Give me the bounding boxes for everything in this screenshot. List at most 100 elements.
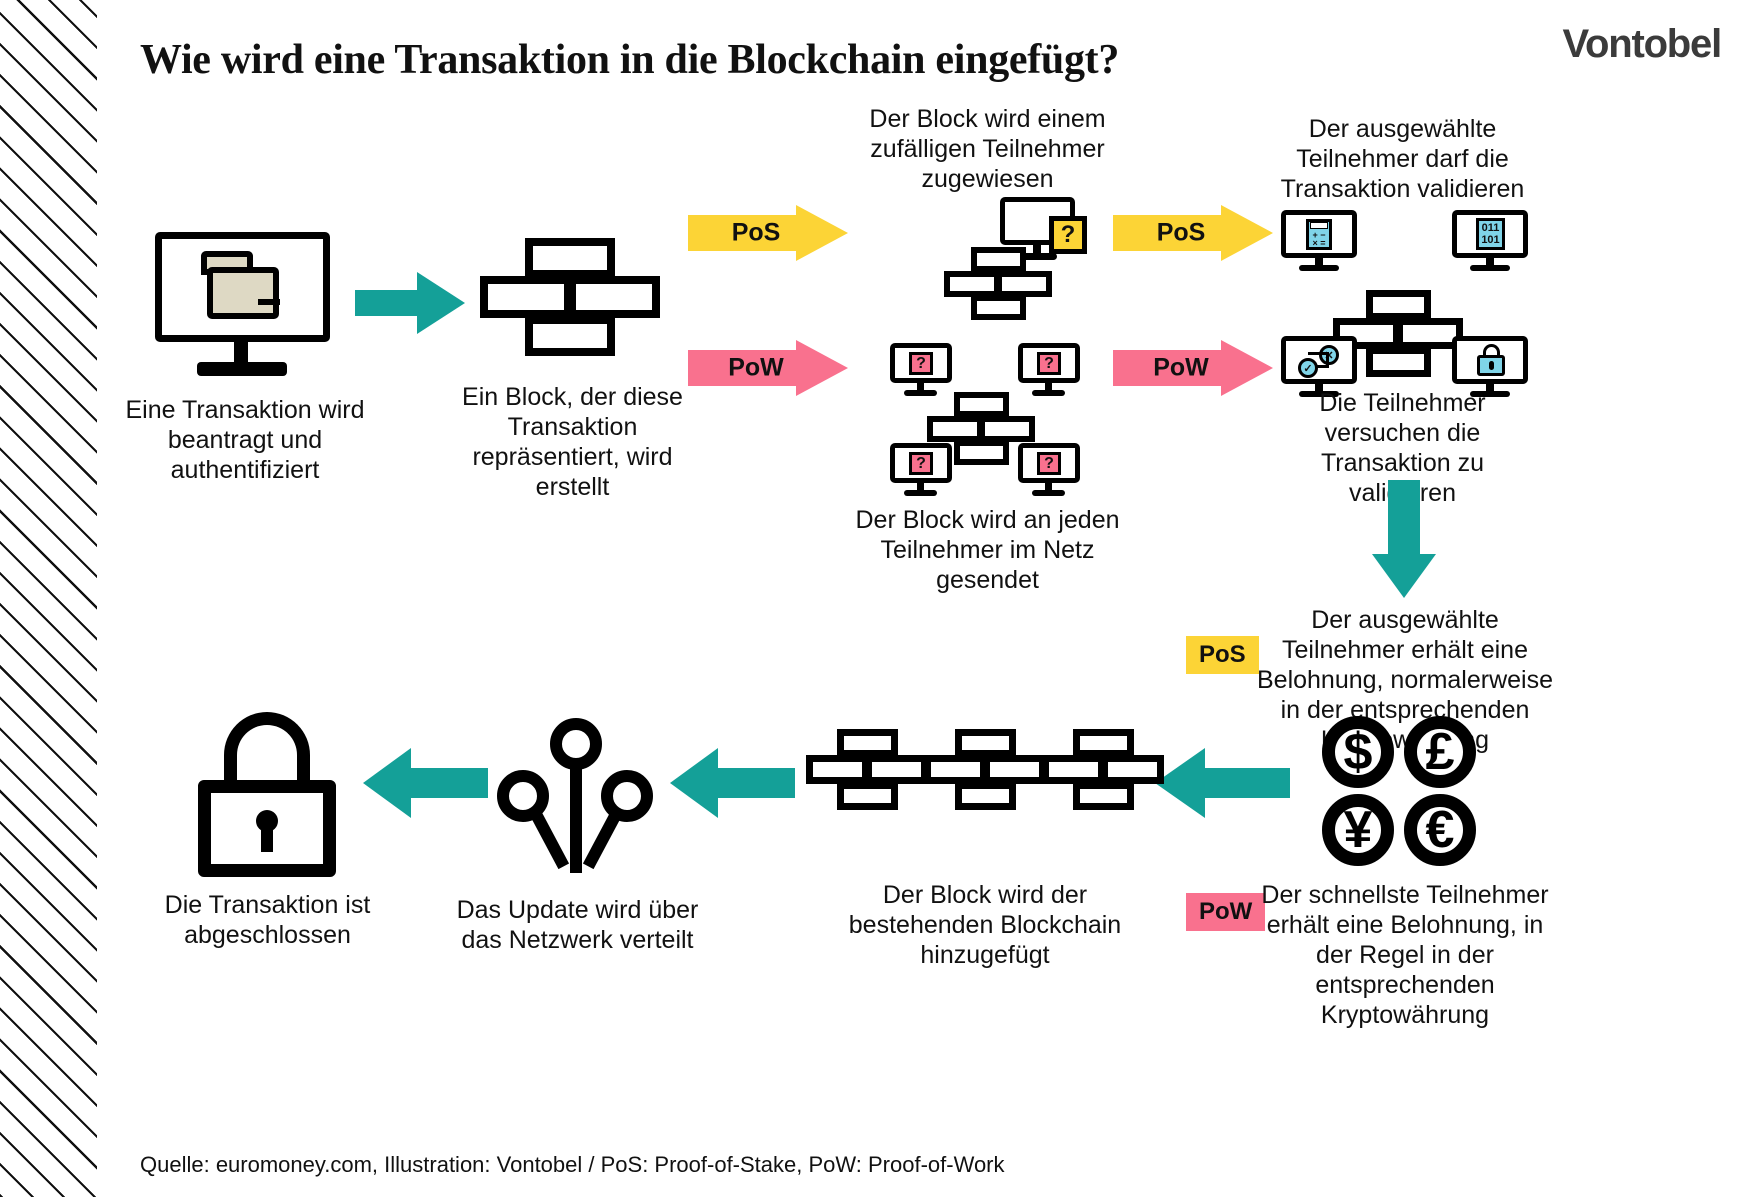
pos-branch-caption: Der Block wird einem zufälligen Teilnehm… — [869, 105, 1106, 193]
calculator-icon: + −× = — [1306, 219, 1332, 250]
node-connector-vertical — [1326, 352, 1329, 368]
blockchain-block-2 — [924, 729, 1046, 810]
monitor-screen — [890, 443, 952, 483]
binary-code-icon: 011 101 — [1476, 218, 1505, 250]
blockchain-block-3 — [1042, 729, 1164, 810]
question-mark: ? — [916, 354, 926, 372]
pos-reward-caption: Der ausgewählte Teilnehmer erhält eine B… — [1256, 606, 1553, 754]
coin-dollar: $ — [1322, 716, 1394, 788]
network-caption: Das Update wird über das Netzwerk vertei… — [456, 896, 699, 954]
monitor-base — [904, 490, 937, 496]
monitor-neck — [1315, 383, 1323, 394]
validator-monitor-binary: 011 101 — [1452, 210, 1528, 272]
network-distribution-icon — [497, 718, 653, 873]
validator-monitor-calculator: + −× = — [1281, 210, 1357, 272]
check-glyph: ✓ — [1303, 362, 1313, 375]
coin-pound: £ — [1404, 716, 1476, 788]
question-badge-yellow: ? — [1049, 216, 1087, 254]
source-note: Quelle: euromoney.com, Illustration: Von… — [140, 1152, 1005, 1177]
block-icon-pos-branch — [944, 247, 1052, 320]
transaction-complete-lock-icon — [198, 712, 336, 877]
monitor-screen — [1018, 343, 1080, 383]
monitor-base — [1299, 265, 1339, 271]
coin-yen: ¥ — [1322, 794, 1394, 866]
question-mark: ? — [1044, 454, 1054, 472]
block-icon-pow-branch — [927, 392, 1035, 465]
padlock-keyhole-stem — [261, 824, 273, 852]
monitor-screen — [155, 232, 330, 342]
pos-arrow-top: PoS — [688, 205, 848, 261]
pow-participant-monitor-2: ? — [1018, 343, 1080, 396]
wallet-body — [207, 267, 279, 319]
block-icon-validator — [1333, 290, 1463, 377]
pow-badge-reward: PoW — [1186, 893, 1266, 931]
validator-monitor-checkcross: ✕ ✓ — [1281, 336, 1357, 398]
vontobel-logo: Vontobel — [1562, 22, 1722, 66]
monitor-neck — [1486, 383, 1494, 394]
monitor-base — [1470, 391, 1510, 397]
final-caption: Die Transaktion ist abgeschlossen — [164, 891, 371, 949]
cross-node-icon: ✕ — [1319, 345, 1339, 365]
cross-glyph: ✕ — [1324, 349, 1334, 362]
question-badge-pink: ? — [909, 352, 933, 375]
network-edge-right — [582, 813, 621, 870]
pow-participant-monitor-1: ? — [890, 343, 952, 396]
monitor-screen — [1281, 336, 1357, 384]
pow-reward-caption: Der schnellste Teilnehmer erhält eine Be… — [1261, 881, 1549, 1029]
pow-branch-caption: Der Block wird an jeden Teilnehmer im Ne… — [855, 506, 1120, 594]
pos-validate-caption: Der ausgewählte Teilnehmer darf die Tran… — [1280, 115, 1525, 203]
diagonal-hatch-decoration — [0, 0, 97, 1197]
coin-euro: € — [1404, 794, 1476, 866]
monitor-base — [1017, 253, 1057, 260]
padlock-body — [198, 780, 336, 877]
pos-random-participant-monitor: ? — [1000, 197, 1087, 260]
binary-top: 011 — [1481, 222, 1500, 234]
monitor-neck — [1045, 482, 1052, 492]
yen-symbol: ¥ — [1343, 801, 1373, 859]
monitor-base — [197, 362, 287, 376]
wallet-icon — [201, 251, 280, 319]
euro-symbol: € — [1425, 801, 1455, 859]
wallet-clasp — [258, 299, 280, 306]
monitor-neck — [1315, 257, 1323, 268]
node-connector-bottom — [1315, 365, 1329, 368]
network-edge-top — [570, 766, 582, 873]
question-mark: ? — [1044, 354, 1054, 372]
dollar-symbol: $ — [1343, 723, 1373, 781]
network-node-top — [550, 718, 602, 770]
question-badge-pink: ? — [1037, 452, 1061, 475]
monitor-base — [1470, 265, 1510, 271]
pound-symbol: £ — [1425, 723, 1455, 781]
monitor-base — [1299, 391, 1339, 397]
validator-monitor-lock — [1452, 336, 1528, 398]
monitor-neck — [917, 382, 924, 392]
arrow-network-to-lock — [363, 748, 488, 818]
arrow-validate-to-reward — [1372, 480, 1436, 598]
node-connector — [1308, 352, 1329, 355]
monitor-neck — [1486, 257, 1494, 268]
arrow-chain-to-network — [670, 748, 795, 818]
pow-participant-monitor-4: ? — [1018, 443, 1080, 496]
pos-arrow-second: PoS — [1113, 205, 1273, 261]
pow-participant-monitor-3: ? — [890, 443, 952, 496]
monitor-base — [1032, 490, 1065, 496]
padlock-keyhole — [1489, 361, 1494, 370]
monitor-base — [1032, 390, 1065, 396]
monitor-neck — [1033, 244, 1041, 256]
question-badge-pink: ? — [1037, 352, 1061, 375]
question-badge-pink: ? — [909, 452, 933, 475]
arrow-reward-to-chain — [1155, 748, 1290, 818]
monitor-base — [904, 390, 937, 396]
question-mark: ? — [1060, 221, 1076, 248]
question-mark: ? — [916, 454, 926, 472]
calculator-display — [1310, 222, 1328, 229]
check-node-icon: ✓ — [1298, 358, 1318, 378]
calculator-keys: + −× = — [1312, 230, 1326, 248]
binary-bottom: 101 — [1481, 234, 1500, 246]
pow-arrow-second: PoW — [1113, 340, 1273, 396]
monitor-neck — [917, 482, 924, 492]
pow-arrow-top: PoW — [688, 340, 848, 396]
page-title: Wie wird eine Transaktion in die Blockch… — [140, 37, 1120, 83]
step1-caption: Eine Transaktion wird beantragt und auth… — [125, 396, 365, 484]
